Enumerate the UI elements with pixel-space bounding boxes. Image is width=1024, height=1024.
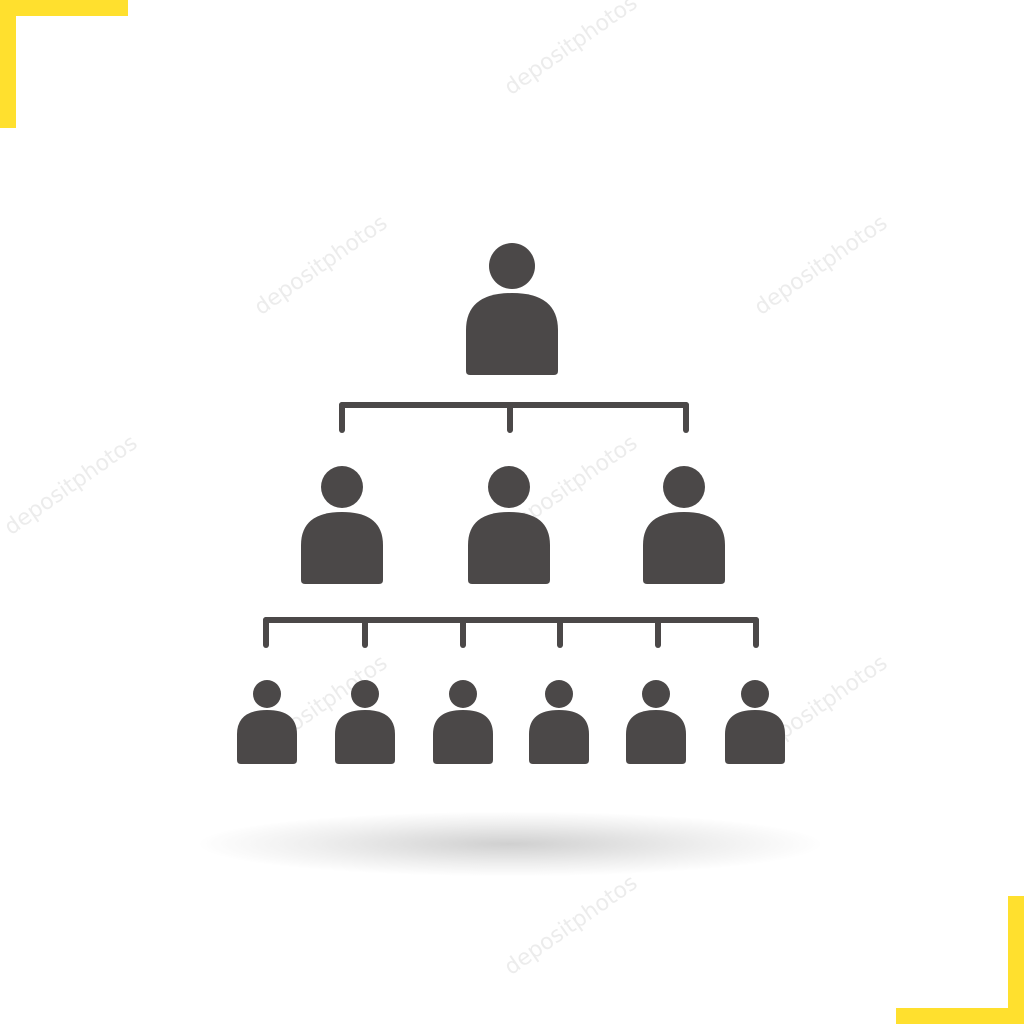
corner-bracket-top-left: [0, 0, 128, 128]
person-body: [237, 710, 297, 764]
person-body: [468, 512, 550, 584]
person-head: [663, 466, 705, 508]
person-icon: [237, 680, 297, 764]
person-icon: [301, 466, 383, 584]
person-body: [466, 293, 558, 375]
person-head: [489, 243, 535, 289]
person-head: [449, 680, 477, 708]
person-body: [433, 710, 493, 764]
person-head: [351, 680, 379, 708]
person-body: [301, 512, 383, 584]
person-body: [643, 512, 725, 584]
corner-bracket-bottom-right: [896, 896, 1024, 1024]
person-body: [725, 710, 785, 764]
person-icon: [643, 466, 725, 584]
person-icon: [466, 243, 558, 375]
person-head: [253, 680, 281, 708]
connector-line: [339, 402, 689, 433]
person-head: [642, 680, 670, 708]
person-head: [545, 680, 573, 708]
person-body: [626, 710, 686, 764]
person-icon: [725, 680, 785, 764]
person-head: [488, 466, 530, 508]
person-body: [335, 710, 395, 764]
person-body: [529, 710, 589, 764]
person-icon: [529, 680, 589, 764]
person-icon: [335, 680, 395, 764]
person-icon: [433, 680, 493, 764]
person-head: [741, 680, 769, 708]
person-head: [321, 466, 363, 508]
ground-shadow: [200, 812, 820, 876]
person-icon: [626, 680, 686, 764]
connector-line: [263, 617, 759, 648]
person-icon: [468, 466, 550, 584]
